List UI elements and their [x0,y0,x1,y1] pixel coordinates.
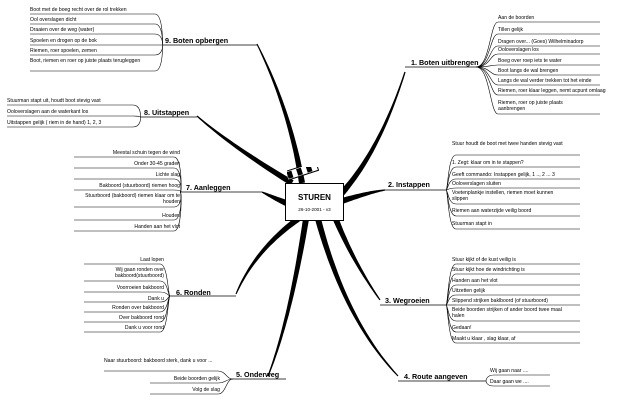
leaf-7-stem-4 [173,189,182,193]
branch-label-8: 8. Uitstappen [144,108,190,117]
branch-label-7: 7. Aanleggen [186,183,231,192]
leaf-3-1: Stuur kijkt of de kust veilig is [452,257,516,263]
leaf-1-7: Langs de wal verder trekken tot het eind… [498,78,592,84]
leaf-6-7: Dank u voor rond [124,325,164,331]
leaf-1-stem-1 [475,21,499,68]
leaf-2-stem-7 [445,189,457,230]
leaf-1-stem-2 [475,33,499,68]
branch-connector-5 [267,218,309,377]
branch-connector-2 [341,189,386,204]
branch-label-1: 1. Boten uitbrengen [411,58,479,67]
leaf-1-2: Tillen gelijk [498,27,524,33]
branch-label-2: 2. Instappen [388,180,430,189]
leaf-3-4: Uitzetten gelijk [452,288,486,294]
leaf-6-stem-2 [159,280,171,297]
leaf-7-2: Onder 30-45 graden [134,161,180,167]
branch-connector-4 [315,218,399,377]
leaf-4-stem-2 [485,380,495,387]
leaf-3-5: Slippend strijken baklboord (of stuurboo… [452,298,548,304]
leaf-5-3: Volg de slag [192,387,220,393]
leaf-9-3: Draaien over de weg (water) [30,27,95,33]
leaf-7-7: Handen aan het vlot [134,224,180,230]
leaf-4-1: Wij gaan naar .... [490,368,529,374]
branch-label-3: 3. Wegroeien [385,296,430,305]
leaf-6-4: Dank u [147,296,164,302]
leaf-6-3: Voorroeien bakboord [116,285,164,291]
leaf-7-5: Stuurboord (bakboord) riemen klaar om te… [85,193,180,205]
leaf-8-2: Ooloverslagen aan de waterkant los [7,109,89,115]
leaf-9-1: Boot met de boeg recht over de rol trekk… [30,7,127,13]
leaf-1-9: Riemen, roer op juiste plaats aanbrengen [498,100,563,112]
leaf-3-3: Handen aan het vlot [452,278,498,284]
leaf-8-3: Uitstappen gelijk ( riem in de hand) 1, … [7,120,102,126]
leaf-7-6: Houden [162,213,180,219]
branch-label-9: 9. Boten opbergen [165,36,229,45]
leaf-6-stem-7 [159,295,171,333]
branch-connector-1 [339,71,406,195]
leaf-2-3: Geeft commando: Instappen gelijk, 1 .., … [452,172,555,178]
leaf-1-5: Boeg over roep iets te water [498,58,562,64]
leaf-8-stem-3 [132,116,141,128]
branch-label-4: 4. Route aangeven [404,372,468,381]
leaf-1-3: Dragen over... (Goes) Wilhelminadorp [498,39,584,45]
leaf-2-5: Voetenplankje instellen, riemen moet kun… [452,190,554,202]
leaf-9-6: Boot, riemen en roer op juiste plaats te… [30,58,141,64]
leaf-7-stem-3 [173,178,182,193]
leaf-1-stem-3 [475,45,499,68]
branch-connector-3 [332,215,381,301]
leaf-9-5: Riemen, roer spoelen, zemen [30,48,97,54]
leaf-9-2: Ool overslagen dicht [30,17,77,23]
center-subtitle: 26-10-2001 - v3 [298,207,331,212]
leaf-3-2: Stuur kijkt hoe de windrichting is [452,267,525,273]
leaf-6-1: Laat lopen [140,257,164,263]
leaf-2-6: Riemen aan waterzijde veilig boord [452,208,532,214]
leaf-9-stem-3 [154,33,163,46]
branch-connector-7 [261,191,288,206]
leaf-1-4: Ooloverslagen los [498,47,539,53]
leaf-5-1: Naar stuurboord: bakboord sterk, dank u … [104,358,213,364]
leaf-2-7: Stuurman stapt in [452,221,492,227]
leaf-9-4: Spoelen en drogen op de bok [30,38,97,44]
leaf-9-stem-6 [154,44,163,72]
leaf-3-7: Gedaan! [452,325,472,331]
branch-connector-9 [256,43,305,184]
leaf-7-1: Meestal schuin tegen de wind [112,150,180,156]
leaf-6-2: Wij gaan ronden over bakboord(stuurboord… [115,267,164,279]
branch-connector-8 [196,115,294,186]
leaf-5b-stem-2 [217,378,234,395]
leaf-1-stem-9 [475,66,499,115]
leaf-4-2: Daar gaan we .... [490,379,529,385]
branch-label-5: 5. Onderweg [236,370,280,379]
leaf-7-3: Lichte slag [155,172,180,178]
leaf-1-8: Riemen, roer klaar leggen, nemt acpunt o… [498,88,606,94]
leaf-3-6: Beide boorden strijken of ander boord tw… [452,307,562,319]
leaf-2-4: Ooloverslagen sluiten [452,181,501,187]
leaf-4-stem-1 [485,374,495,382]
leaf-1-1: Aan de boorden [498,15,535,21]
leaf-2-2: 1. Zegt: klaar om in te stappen? [452,160,524,166]
leaf-3-8: Maakt u klaar , slag klaar, af [452,336,516,342]
leaf-2-1: Stuur houdt de boot met twee handen stev… [452,141,563,147]
branch-label-6: 6. Ronden [176,288,211,297]
leaf-6-6: Over bakboord rond [118,315,164,321]
leaf-1-stem-4 [475,53,499,68]
center-title: STUREN [298,193,331,202]
leaf-1-6: Boot langs de wal brengen [498,68,559,74]
leaf-8-stem-2 [132,115,141,118]
leaf-5-2: Beide boorden gelijk [173,376,220,382]
leaf-7-4: Bakboord (stuurboord) riemen hoog [99,183,180,189]
clapperboard-icon [287,167,320,181]
leaf-5-stem-1 [217,370,234,380]
leaf-6-5: Ronden over bakboord [112,305,164,311]
leaf-8-1: Stuurman stapt uit, houdt boot stevig va… [7,98,101,104]
branch-connector-6 [235,216,300,295]
leaf-3-stem-8 [445,304,457,344]
center-node: STUREN 26-10-2001 - v3 [285,183,344,221]
